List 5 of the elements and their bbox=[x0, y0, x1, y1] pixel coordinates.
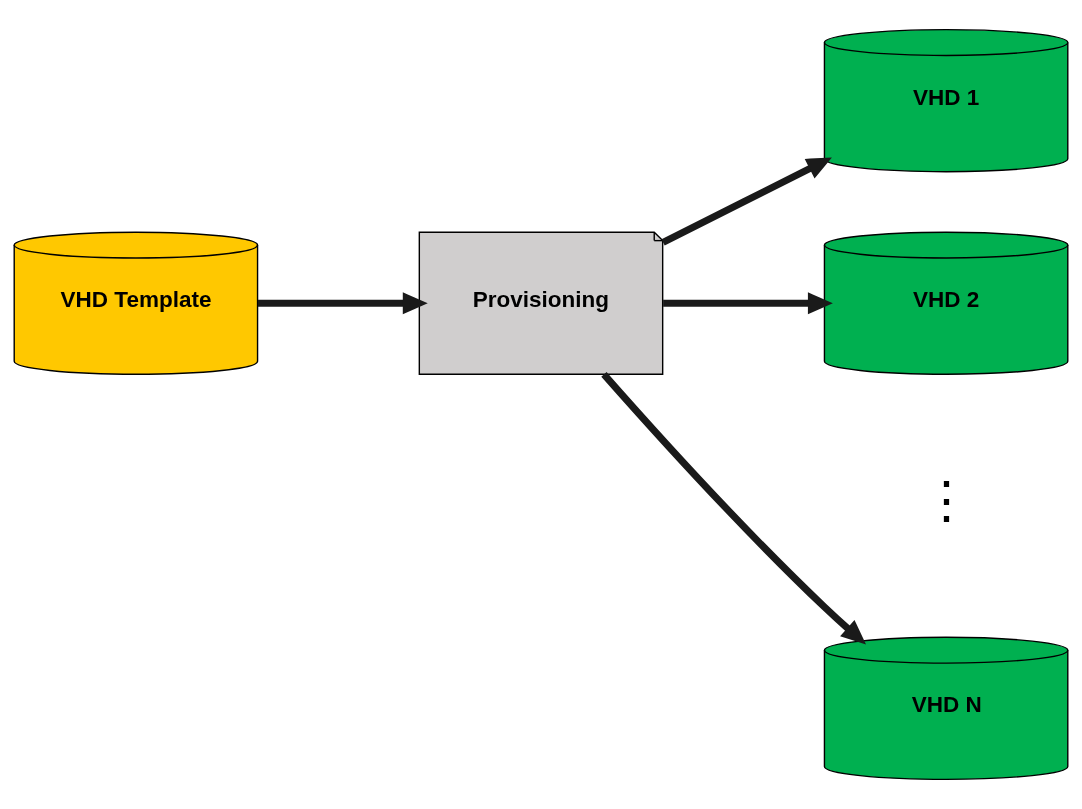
arrow bbox=[663, 292, 833, 315]
arrow bbox=[601, 371, 867, 645]
label: ⋮ bbox=[920, 472, 972, 530]
arrow bbox=[258, 292, 428, 315]
arrow bbox=[661, 157, 832, 246]
